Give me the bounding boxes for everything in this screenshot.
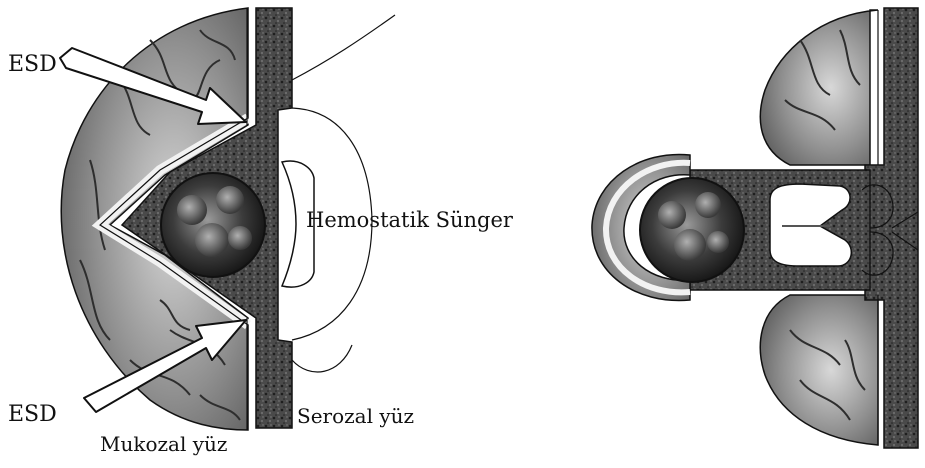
serosa-outline-left (292, 15, 395, 80)
tumor-right (640, 178, 744, 282)
hemostatic-sponge-label: Hemostatik Sünger (306, 208, 513, 232)
mucosa-upper-right (760, 10, 878, 165)
esd-bottom-label: ESD (8, 402, 57, 427)
right-panel (592, 8, 918, 448)
esd-top-label: ESD (8, 52, 57, 77)
serosal-side-label: Serozal yüz (297, 404, 414, 428)
mucosal-side-label: Mukozal yüz (100, 432, 227, 456)
mucosa-lower-right (760, 295, 878, 445)
tumor-left (161, 173, 265, 277)
